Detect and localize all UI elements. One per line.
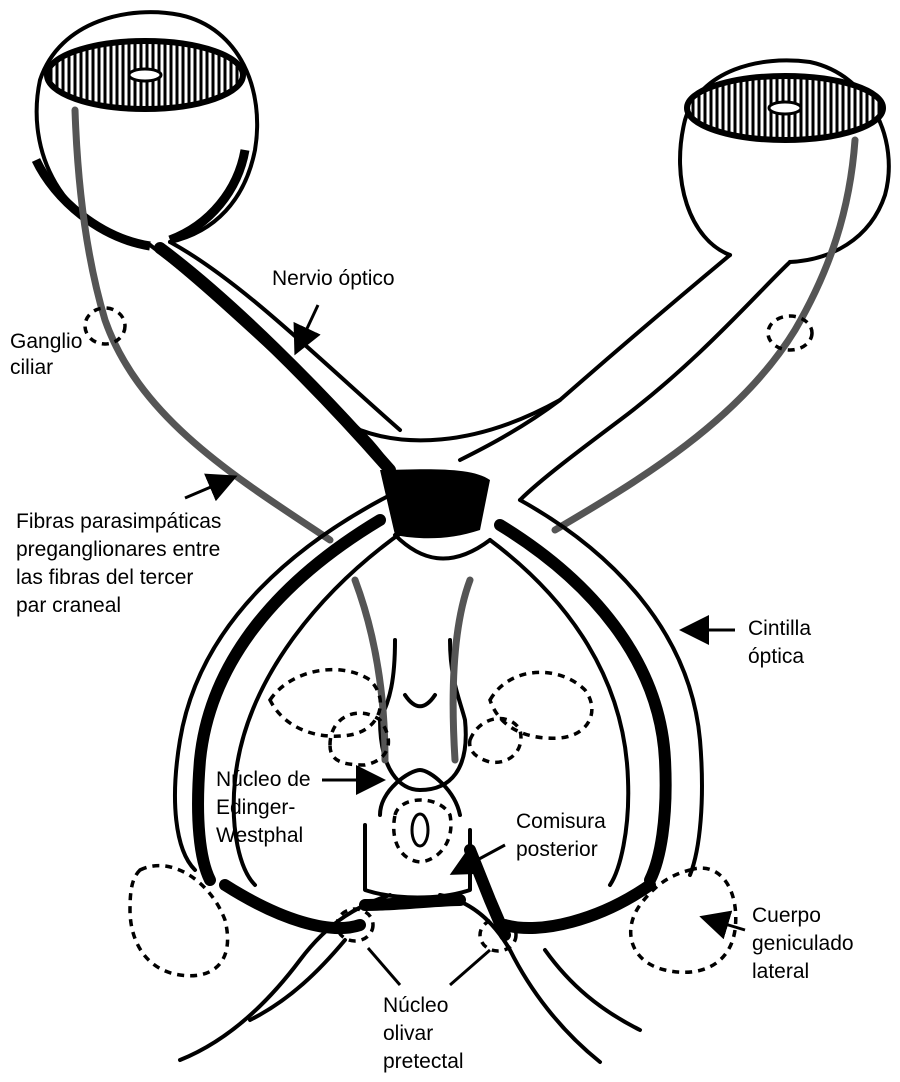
label-nervio-optico: Nervio óptico	[272, 267, 395, 290]
labels: Nervio óptico Ganglio ciliar Fibras para…	[10, 267, 854, 1073]
label-comisura-line2: posterior	[516, 838, 598, 861]
label-cintilla-line2: óptica	[748, 645, 804, 668]
label-comisura-line1: Comisura	[516, 810, 606, 833]
label-ganglio-ciliar-line1: Ganglio	[10, 330, 82, 353]
arrow-fibras	[185, 478, 232, 498]
arrow-olivar-left	[368, 948, 400, 985]
label-cuerpo-line3: lateral	[752, 960, 809, 983]
label-fibras-line4: par craneal	[16, 594, 121, 617]
label-cuerpo-line2: geniculado	[752, 932, 854, 955]
label-cintilla-line1: Cintilla	[748, 617, 811, 640]
arrow-olivar-right	[450, 950, 490, 985]
label-arrows	[185, 305, 745, 985]
label-cuerpo-line1: Cuerpo	[752, 904, 821, 927]
label-olivar-line2: olivar	[383, 1022, 433, 1045]
label-fibras-line3: las fibras del tercer	[16, 566, 193, 589]
label-nucleo-ew-line1: Núcleo de	[216, 768, 311, 791]
label-olivar-line1: Núcleo	[383, 994, 448, 1017]
label-nucleo-ew-line3: Westphal	[216, 824, 303, 847]
label-olivar-line3: pretectal	[383, 1050, 464, 1073]
label-nucleo-ew-line2: Edinger-	[216, 796, 295, 819]
nuclei	[130, 670, 736, 976]
arrow-cuerpo	[705, 918, 745, 930]
optic-chiasm	[380, 469, 490, 538]
right-eye	[680, 60, 889, 262]
label-fibras-line1: Fibras parasimpáticas	[16, 510, 221, 533]
label-ganglio-ciliar-line2: ciliar	[10, 356, 53, 379]
arrow-nervio-optico	[297, 305, 318, 350]
optic-nerves	[150, 242, 790, 538]
label-fibras-line2: preganglionares entre	[16, 538, 220, 561]
left-eye	[36, 12, 257, 246]
